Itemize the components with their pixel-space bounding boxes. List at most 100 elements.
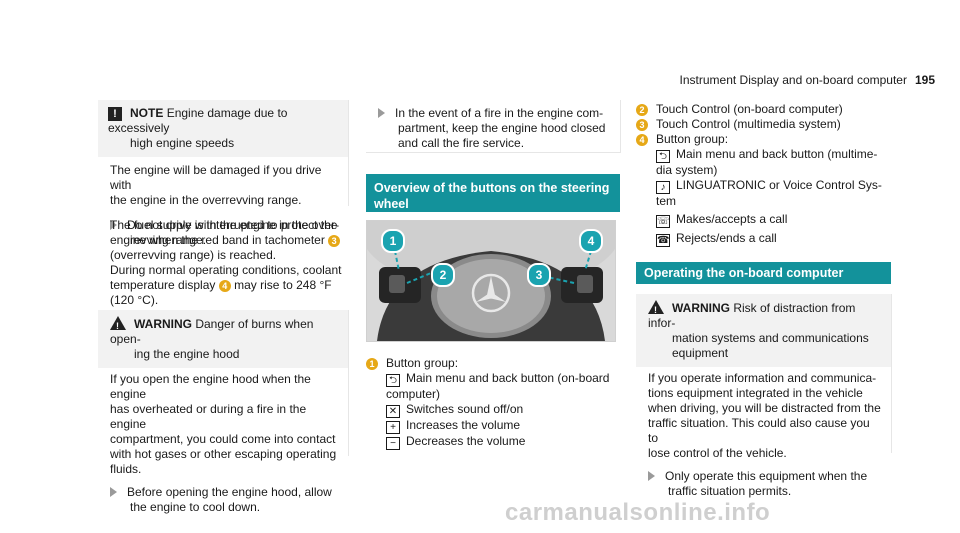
number-badge: 3 xyxy=(328,235,341,247)
header-title: Instrument Display and on-board computer xyxy=(679,73,907,87)
legend-line-text: Rejects/ends a call xyxy=(676,231,777,245)
onboard-heading: Operating the on-board computer xyxy=(636,262,891,284)
steering-wheel-image: 1 2 3 4 xyxy=(366,220,616,342)
note-step: Do not drive with the engine in the over… xyxy=(110,218,340,233)
warning-step-line1: Only operate this equipment when the xyxy=(665,469,868,483)
callout-3: 3 xyxy=(527,263,551,287)
legend-item-1-line: ⮌ Main menu and back button (on-board xyxy=(366,371,626,387)
note-body: The engine will be damaged if you drive … xyxy=(98,157,348,247)
note-step-line1: Do not drive with the engine in the over… xyxy=(127,218,340,232)
legend-line-continuation: computer) xyxy=(386,387,441,401)
warning-body-line: tions equipment integrated in the vehicl… xyxy=(648,386,863,400)
warning-title: ! WARNING Risk of distraction from infor- xyxy=(648,300,883,331)
warning-body-line: If you operate information and communica… xyxy=(648,371,877,385)
fuel-line5-tail: may rise to 248 °F xyxy=(234,278,332,292)
legend-line-text: Main menu and back button (multime- xyxy=(676,147,878,161)
page-number: 195 xyxy=(914,73,935,87)
legend-item-4-line: ♪LINGUATRONIC or Voice Control Sys- xyxy=(636,178,896,194)
legend-item-1-line: +Increases the volume xyxy=(366,418,626,434)
legend-line-text: Switches sound off/on xyxy=(406,402,524,416)
legend-item-1: 1 Button group: xyxy=(366,356,626,371)
arrow-icon xyxy=(648,471,655,481)
number-badge: 2 xyxy=(636,104,648,116)
number-badge: 3 xyxy=(636,119,648,131)
warning-label: WARNING xyxy=(672,301,730,315)
legend-item-4: 4 Button group: xyxy=(636,132,896,147)
legend-line-continuation: dia system) xyxy=(656,163,718,177)
number-badge: 1 xyxy=(366,358,378,370)
minus-icon: − xyxy=(386,437,400,450)
legend-line-text: Decreases the volume xyxy=(406,434,526,448)
fire-step: In the event of a fire in the engine com… xyxy=(378,106,612,121)
note-label: NOTE xyxy=(130,106,164,120)
warning-step: Before opening the engine hood, allow xyxy=(110,485,340,500)
fire-step-line1: In the event of a fire in the engine com… xyxy=(395,106,604,120)
warning-body-line: when driving, you will be distracted fro… xyxy=(648,401,881,415)
warning-body-line: has overheated or during a fire in the e… xyxy=(110,402,307,431)
note-title-line2: high engine speeds xyxy=(130,136,235,150)
warning-step: Only operate this equipment when the xyxy=(648,469,883,484)
overview-heading-line2: wheel xyxy=(374,197,409,211)
overview-heading: Overview of the buttons on the steering … xyxy=(366,174,620,212)
accept-call-icon: ☏ xyxy=(656,215,670,228)
legend-item-4-line: ☏Makes/accepts a call xyxy=(636,212,896,228)
fire-step-line2: partment, keep the engine hood closed xyxy=(398,121,606,135)
legend-item-4-line: ☎ Rejects/ends a call xyxy=(636,231,896,247)
legend-item-1-title: Button group: xyxy=(386,356,459,370)
note-title: ! NOTE Engine damage due to excessively xyxy=(108,106,340,136)
legend-item-3-text: Touch Control (multimedia system) xyxy=(656,117,841,131)
plus-icon: + xyxy=(386,421,400,434)
legend-item-2: 2 Touch Control (on-board computer) xyxy=(636,102,896,117)
number-badge: 4 xyxy=(636,134,648,146)
warning-hood-box: !WARNING Danger of burns when open- ing … xyxy=(98,310,349,514)
arrow-icon xyxy=(110,220,117,230)
warning-icon: ! xyxy=(648,300,664,315)
arrow-icon xyxy=(378,108,385,118)
fuel-line1: The fuel supply is interrupted to protec… xyxy=(110,218,338,232)
legend-line-text: Main menu and back button (on-board xyxy=(406,371,610,385)
warning-title-line1: Risk of distraction from infor- xyxy=(648,301,856,330)
back-icon: ⮌ xyxy=(386,374,400,387)
warning-step-line2: the engine to cool down. xyxy=(130,500,261,514)
note-body-line1: The engine will be damaged if you drive … xyxy=(110,163,322,192)
warning-body-line: with hot gases or other escaping operati… xyxy=(110,447,337,461)
legend-line-continuation: tem xyxy=(656,194,677,208)
legend-item-4-line: ⮌ Main menu and back button (multime- xyxy=(636,147,896,163)
fuel-line5: temperature display 4 may rise to 248 °F xyxy=(110,278,355,293)
warning-body: If you open the engine hood when the eng… xyxy=(98,368,348,514)
fuel-line5-text: temperature display xyxy=(110,278,216,292)
legend-left: 1 Button group: ⮌ Main menu and back butto… xyxy=(366,356,626,450)
mute-icon: ✕ xyxy=(386,405,400,418)
warning-title-line1: Danger of burns when open- xyxy=(110,317,314,346)
fuel-line6: (120 °C). xyxy=(110,293,159,307)
note-icon: ! xyxy=(108,107,122,121)
fuel-line4: During normal operating conditions, cool… xyxy=(110,263,342,277)
fire-step-line3: and call the fire service. xyxy=(398,136,525,150)
legend-item-2-text: Touch Control (on-board computer) xyxy=(656,102,843,116)
onboard-heading-text: Operating the on-board computer xyxy=(644,266,844,280)
warning-title: ! WARNING Danger of burns when open- xyxy=(110,316,340,347)
callout-4: 4 xyxy=(579,229,603,253)
warning-title-line3: equipment xyxy=(672,346,729,360)
warning-body-line: traffic situation. This could also cause… xyxy=(648,416,870,445)
legend-line-text: LINGUATRONIC or Voice Control Sys- xyxy=(676,178,882,192)
warning-label: WARNING xyxy=(134,317,192,331)
legend-item-1-line: ✕ Switches sound off/on xyxy=(366,402,626,418)
warning-step-line2: traffic situation permits. xyxy=(668,484,792,498)
warning-icon: ! xyxy=(110,316,126,331)
arrow-icon xyxy=(110,487,117,497)
note-body-line2: the engine in the overrevving range. xyxy=(110,193,302,207)
note-step-line2: revving range. xyxy=(130,233,207,247)
fuel-paragraph: The fuel supply is interrupted to protec… xyxy=(110,218,355,308)
callout-1: 1 xyxy=(381,229,405,253)
legend-right: 2 Touch Control (on-board computer) 3 Touc… xyxy=(636,102,896,247)
note-title-line1: Engine damage due to excessively xyxy=(108,106,288,135)
warning-body: If you operate information and communica… xyxy=(636,367,891,498)
warning-title-line2: mation systems and communications xyxy=(672,331,869,345)
steering-wheel-illustration xyxy=(367,221,615,341)
end-call-icon: ☎ xyxy=(656,234,670,247)
back-icon: ⮌ xyxy=(656,150,670,163)
fuel-line2: engine when the red band in tachometer 3 xyxy=(110,233,355,248)
legend-item-4-title: Button group: xyxy=(656,132,729,146)
warning-body-line: If you open the engine hood when the eng… xyxy=(110,372,311,401)
